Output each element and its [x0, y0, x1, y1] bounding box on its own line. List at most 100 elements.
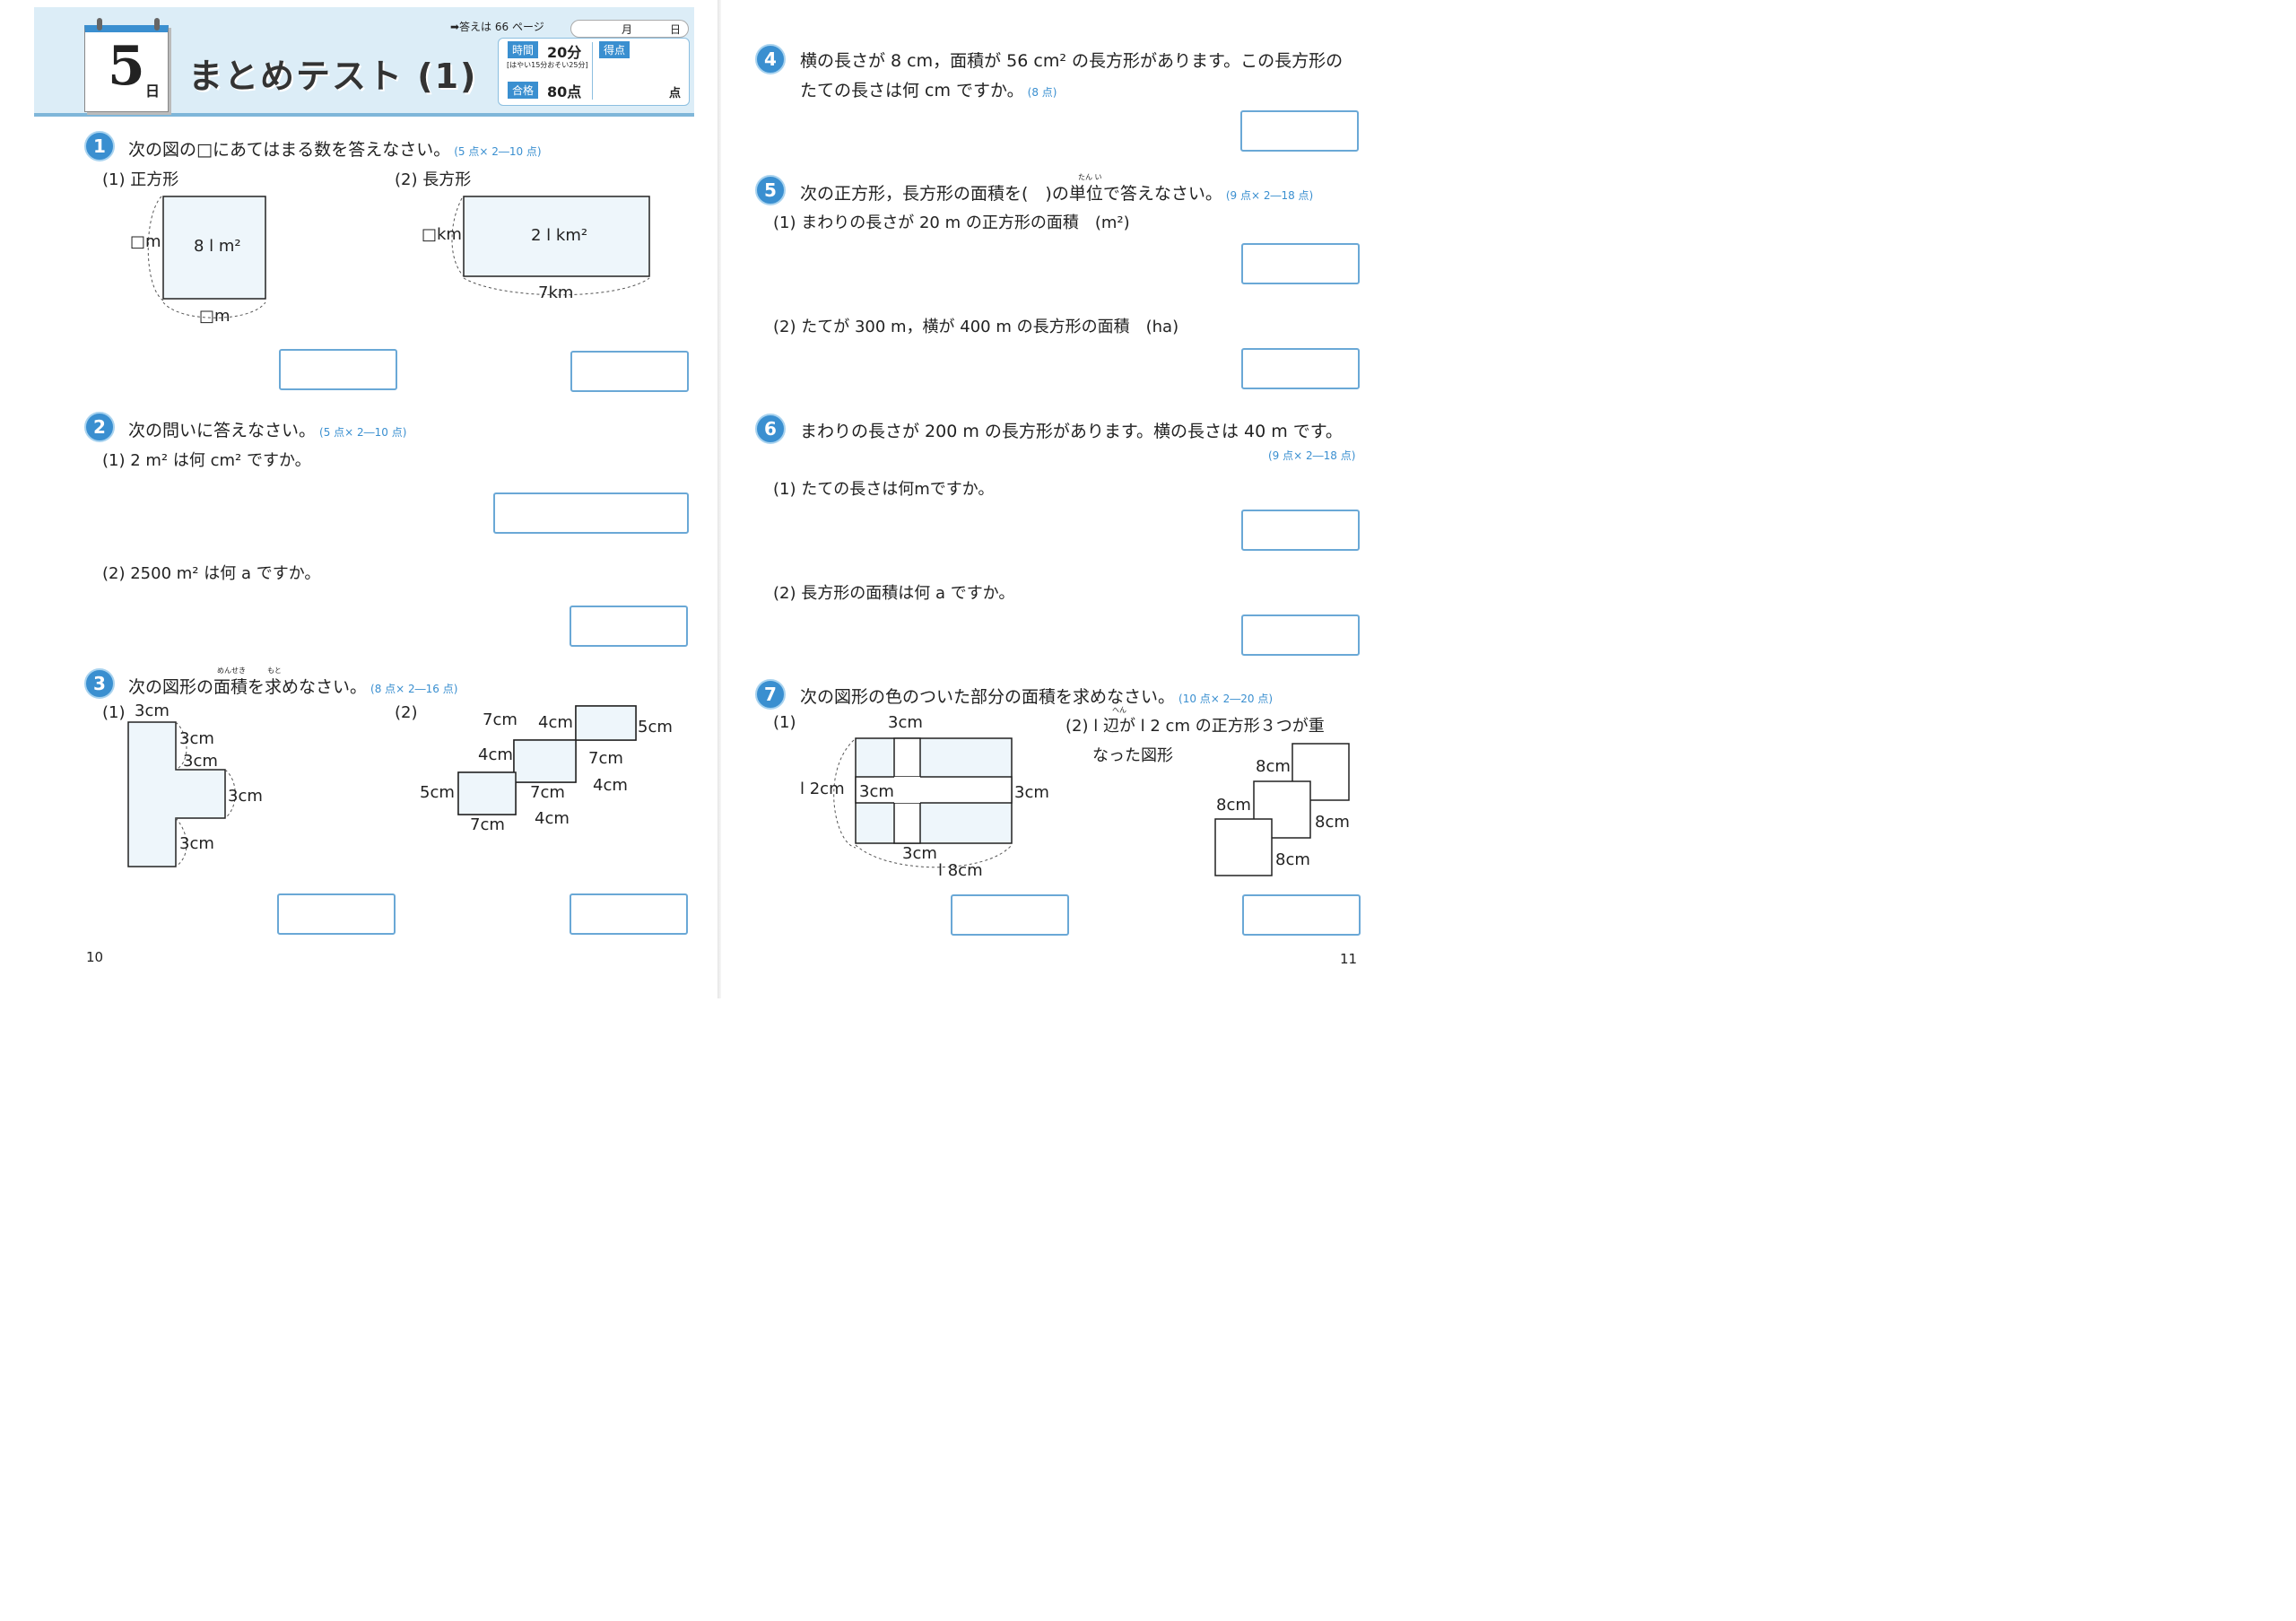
- q3-fig2-label: 7cm: [530, 783, 565, 802]
- ring-icon: [97, 18, 102, 31]
- pass-value: 80点: [547, 83, 582, 100]
- q7-fig1-label: l 8cm: [938, 861, 983, 880]
- q7-fig2-label: 8cm: [1256, 757, 1291, 776]
- date-field[interactable]: 月 日: [570, 20, 689, 38]
- q2-sub2: (2) 2500 m² は何 a ですか。: [102, 564, 321, 583]
- answer-box-q3-2[interactable]: [570, 893, 688, 935]
- ring-icon: [154, 18, 160, 31]
- q1-sub2-label: (2) 長方形: [395, 170, 472, 189]
- time-tag: 時間: [508, 41, 539, 58]
- q3-fig2-label: 7cm: [588, 749, 623, 768]
- q5-sub1: (1) まわりの長さが 20 m の正方形の面積 (m²): [773, 214, 1130, 232]
- month-label: 月: [622, 23, 633, 36]
- q3-fig2-label: 7cm: [483, 710, 517, 729]
- answer-box-q5-2[interactable]: [1241, 348, 1360, 389]
- q3-fig1-label: 3cm: [183, 752, 218, 771]
- answer-box-q3-1[interactable]: [277, 893, 396, 935]
- q3-sub2-label: (2): [395, 703, 418, 722]
- page-title: まとめテスト (1): [188, 57, 478, 96]
- q7-fig2-label: 8cm: [1275, 850, 1310, 869]
- page-number-left: 10: [86, 949, 104, 965]
- time-value: 20分: [547, 44, 582, 61]
- q1-fig1-area: 8 l m²: [194, 237, 241, 256]
- answer-reference: ➡答えは 66 ページ: [450, 21, 544, 33]
- answer-box-q6-2[interactable]: [1241, 614, 1360, 656]
- question-6-text: まわりの長さが 200 m の長方形があります。横の長さは 40 m です。: [800, 422, 1343, 441]
- pass-tag: 合格: [508, 82, 539, 99]
- q1-fig1-side-left: □m: [130, 232, 161, 251]
- answer-box-q6-1[interactable]: [1241, 510, 1360, 551]
- question-number-3: 3: [84, 668, 115, 699]
- q1-fig2-area: 2 l km²: [531, 226, 588, 245]
- q1-sub1-label: (1) 正方形: [102, 170, 179, 189]
- q1-fig2-side-bottom: 7km: [538, 283, 574, 302]
- q5-ruby-tani: たん い: [1078, 173, 1102, 181]
- question-7-text: 次の図形の色のついた部分の面積を求めなさい。(10 点× 2―20 点): [800, 687, 1274, 707]
- rectangle-figure: [463, 196, 650, 277]
- q3-fig1-label: 3cm: [179, 834, 214, 853]
- q7-fig1-label: 3cm: [859, 782, 894, 801]
- q7-fig1-label: l 2cm: [800, 780, 845, 798]
- q7-fig2-label: 8cm: [1216, 796, 1251, 815]
- q7-sub2-line1: (2) l 辺が l 2 cm の正方形３つが重: [1065, 717, 1325, 736]
- q7-fig1-label: 3cm: [888, 713, 923, 732]
- answer-box-q2-2[interactable]: [570, 606, 688, 647]
- answer-box-q7-1[interactable]: [951, 894, 1069, 936]
- answer-box-q4[interactable]: [1240, 110, 1359, 152]
- q1-fig1-side-bottom: □m: [199, 307, 230, 326]
- q3-fig1-label-top: 3cm: [135, 702, 170, 720]
- q3-fig2-label: 4cm: [538, 713, 573, 732]
- question-2-text: 次の問いに答えなさい。(5 点× 2―10 点): [128, 421, 407, 440]
- q7-fig1-label: 3cm: [902, 844, 937, 863]
- q1-fig2-side-left: □km: [422, 225, 462, 244]
- q7-fig2-label: 8cm: [1315, 813, 1350, 832]
- question-number-7: 7: [755, 679, 786, 710]
- day-suffix: 日: [145, 83, 161, 100]
- score-unit: 点: [669, 87, 682, 100]
- q3-fig2-label: 7cm: [470, 815, 505, 834]
- q3-fig2-label: 5cm: [420, 783, 455, 802]
- q6-sub1: (1) たての長さは何mですか。: [773, 480, 995, 499]
- q7-sub1-label: (1): [773, 713, 796, 732]
- q5-sub2: (2) たてが 300 m，横が 400 m の長方形の面積 (ha): [773, 318, 1179, 336]
- q3-fig1-label: 3cm: [228, 787, 263, 806]
- answer-box-q1-1[interactable]: [279, 349, 397, 390]
- q7-ruby-hen: へん: [1112, 706, 1126, 714]
- q2-sub1: (1) 2 m² は何 cm² ですか。: [102, 451, 311, 470]
- question-3-text: 次の図形の面積を求めなさい。(8 点× 2―16 点): [128, 677, 458, 697]
- question-number-2: 2: [84, 412, 115, 442]
- question-number-6: 6: [755, 414, 786, 444]
- question-4-text: 横の長さが 8 cm，面積が 56 cm² の長方形があります。この長方形の: [800, 51, 1344, 71]
- overlap-square-bottom: [1214, 818, 1273, 876]
- question-1-text: 次の図の□にあてはまる数を答えなさい。(5 点× 2―10 点): [128, 140, 542, 160]
- question-number-1: 1: [84, 131, 115, 161]
- page-gutter: [718, 0, 721, 998]
- square-figure: [162, 196, 266, 300]
- figures-canvas: [127, 196, 1350, 876]
- q3-ruby-moto: もと: [267, 667, 282, 675]
- q7-fig1-label: 3cm: [1014, 783, 1049, 802]
- q3-fig2-label: 5cm: [638, 718, 673, 736]
- question-5-text: 次の正方形，長方形の面積を( )の単位で答えなさい。(9 点× 2―18 点): [800, 184, 1314, 204]
- q3-sub1-label: (1): [102, 703, 126, 722]
- day-card: [84, 25, 169, 112]
- q6-points: (9 点× 2―18 点): [1268, 449, 1356, 462]
- q3-fig2-label: 4cm: [478, 745, 513, 764]
- page-number-right: 11: [1340, 951, 1358, 967]
- question-number-4: 4: [755, 44, 786, 74]
- q3-fig1-label: 3cm: [179, 729, 214, 748]
- q3-fig2-label: 4cm: [593, 776, 628, 795]
- day-number: 5: [108, 35, 145, 98]
- q7-sub2-line2: なった図形: [1092, 746, 1173, 765]
- answer-box-q2-1[interactable]: [493, 492, 689, 534]
- question-4-text-line2: たての長さは何 cm ですか。(8 点): [800, 81, 1057, 100]
- answer-box-q5-1[interactable]: [1241, 243, 1360, 284]
- q3-fig2-label: 4cm: [535, 809, 570, 828]
- score-panel: 時間 20分 [はやい15分おそい25分] 合格 80点 得点 点: [498, 38, 690, 106]
- day-label: 日: [670, 23, 682, 36]
- q6-sub2: (2) 長方形の面積は何 a ですか。: [773, 584, 1015, 603]
- answer-box-q7-2[interactable]: [1242, 894, 1361, 936]
- question-number-5: 5: [755, 175, 786, 205]
- answer-box-q1-2[interactable]: [570, 351, 689, 392]
- score-tag: 得点: [599, 41, 631, 58]
